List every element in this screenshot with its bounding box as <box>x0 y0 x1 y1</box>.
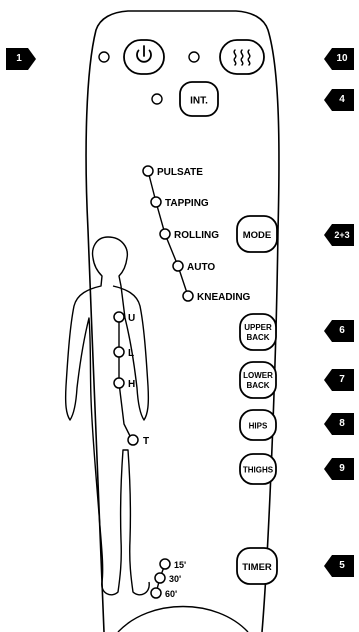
thighs-button-label: THIGHS <box>243 466 274 475</box>
heat-button[interactable] <box>220 40 264 74</box>
remote-bottom-arc <box>118 607 248 632</box>
mode-option-kneading[interactable]: KNEADING <box>183 291 251 303</box>
callout-8: 8 <box>324 413 354 435</box>
callout-2-3-label: 2+3 <box>330 224 354 246</box>
mode-label-auto: AUTO <box>187 262 215 273</box>
lower-back-button[interactable]: LOWER BACK <box>240 362 276 398</box>
heat-indicator-light <box>189 52 199 62</box>
body-point-label-l: L <box>128 348 134 359</box>
power-button[interactable] <box>124 40 164 74</box>
callout-2-3: 2+3 <box>324 224 354 246</box>
power-indicator-light <box>99 52 109 62</box>
callout-6: 6 <box>324 320 354 342</box>
callout-1: 1 <box>6 48 36 70</box>
callout-6-label: 6 <box>332 320 352 342</box>
upper-back-label-2: BACK <box>246 333 269 342</box>
mode-option-rolling[interactable]: ROLLING <box>160 229 219 241</box>
callout-9: 9 <box>324 458 354 480</box>
mode-label-kneading: KNEADING <box>197 292 251 303</box>
timer-label-30: 30' <box>169 574 181 584</box>
callout-1-label: 1 <box>10 48 28 70</box>
callout-8-label: 8 <box>332 413 352 435</box>
mode-button-label: MODE <box>243 230 272 241</box>
callout-10-label: 10 <box>332 48 352 70</box>
timer-option-15[interactable]: 15' <box>160 559 186 570</box>
callout-5-label: 5 <box>332 555 352 577</box>
timer-button-label: TIMER <box>242 562 272 573</box>
hips-button-label: HIPS <box>249 422 268 431</box>
body-point-thighs[interactable]: T <box>128 435 149 447</box>
callout-7: 7 <box>324 369 354 391</box>
lower-back-label-2: BACK <box>246 381 269 390</box>
upper-back-button[interactable]: UPPER BACK <box>240 314 276 350</box>
mode-button[interactable]: MODE <box>237 216 277 252</box>
int-button[interactable]: INT. <box>180 82 218 116</box>
body-point-hips[interactable]: H <box>114 378 135 390</box>
int-indicator-light <box>152 94 162 104</box>
int-button-label: INT. <box>190 96 208 107</box>
timer-option-60[interactable]: 60' <box>151 588 177 599</box>
lower-back-label-1: LOWER <box>243 371 273 380</box>
callout-5: 5 <box>324 555 354 577</box>
mode-option-tapping[interactable]: TAPPING <box>151 197 209 209</box>
mode-label-tapping: TAPPING <box>165 198 209 209</box>
body-point-lower[interactable]: L <box>114 347 134 359</box>
mode-option-auto[interactable]: AUTO <box>173 261 215 273</box>
callout-7-label: 7 <box>332 369 352 391</box>
upper-back-label-1: UPPER <box>244 323 272 332</box>
body-silhouette <box>66 237 150 595</box>
mode-label-rolling: ROLLING <box>174 230 219 241</box>
body-point-label-t: T <box>143 436 149 447</box>
timer-label-60: 60' <box>165 589 177 599</box>
body-point-label-h: H <box>128 379 135 390</box>
mode-label-pulsate: PULSATE <box>157 167 203 178</box>
timer-button[interactable]: TIMER <box>237 548 277 584</box>
callout-10: 10 <box>324 48 354 70</box>
body-point-label-u: U <box>128 313 135 324</box>
body-silhouette-right <box>108 237 148 420</box>
mode-option-pulsate[interactable]: PULSATE <box>143 166 203 178</box>
thighs-button[interactable]: THIGHS <box>240 454 276 484</box>
hips-button[interactable]: HIPS <box>240 410 276 440</box>
timer-label-15: 15' <box>174 560 186 570</box>
callout-4-label: 4 <box>332 89 352 111</box>
timer-option-30[interactable]: 30' <box>155 573 181 584</box>
callout-4: 4 <box>324 89 354 111</box>
callout-9-label: 9 <box>332 458 352 480</box>
